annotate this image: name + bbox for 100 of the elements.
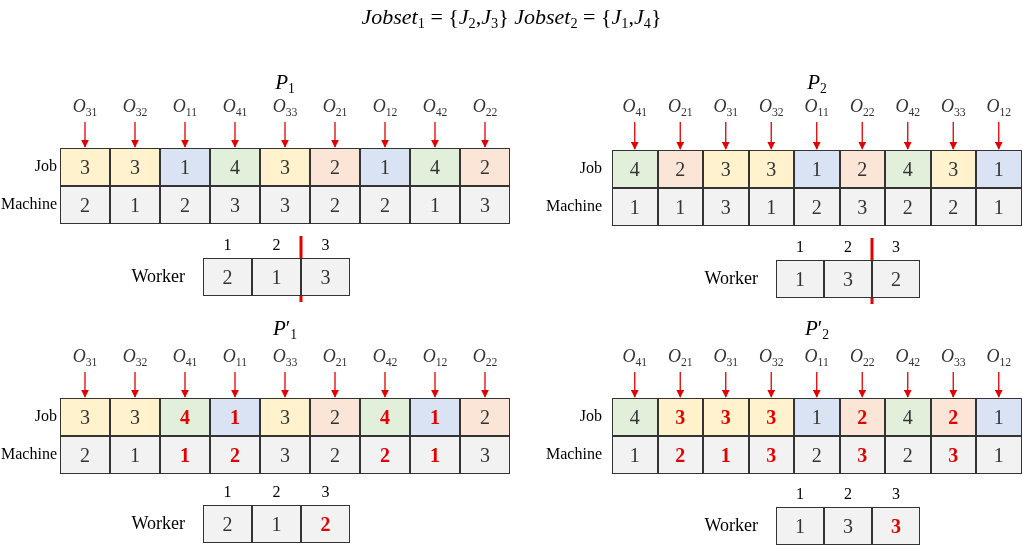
job-cell: 2 [460,148,510,186]
machine-cell: 2 [160,186,210,224]
row-label: Machine [546,197,602,215]
job-cell: 4 [612,150,658,188]
machine-cell: 2 [360,436,410,474]
row-label: Machine [546,445,602,463]
column-number: 3 [320,236,331,254]
operation-label: O$_{22}$ [839,346,885,370]
row-label: Machine [1,195,57,213]
job-cell: 3 [60,148,110,186]
arrow [81,371,89,398]
machine-cell: 2 [60,436,110,474]
operation-label: O$_{33}$ [260,96,310,120]
column-number: 1 [795,485,805,503]
operation-label: O$_{32}$ [110,346,160,370]
panel-title: P′$_{1}$ [271,316,299,344]
job-cell: 1 [794,398,840,436]
column-number: 2 [271,483,282,501]
arrow [81,121,89,148]
job-cell: 3 [703,398,749,436]
machine-cell: 3 [839,436,885,474]
arrow [131,121,139,148]
job-cell: 3 [260,148,310,186]
job-cell: 2 [839,150,885,188]
machine-cell: 1 [160,436,210,474]
operation-label: O$_{11}$ [210,346,260,370]
operation-label: O$_{21}$ [657,96,703,120]
machine-cell: 2 [885,188,931,226]
arrow [481,121,489,148]
worker-cell: 2 [203,505,252,543]
operation-label: O$_{31}$ [703,346,749,370]
worker-cell: 3 [872,507,920,545]
job-cell: 3 [748,398,794,436]
machine-cell: 1 [110,436,160,474]
operation-label: O$_{22}$ [460,346,510,370]
arrow [994,371,1003,398]
column-number: 3 [320,483,331,501]
machine-cell: 2 [794,436,840,474]
operation-label: O$_{32}$ [110,96,160,120]
machine-cell: 3 [839,188,885,226]
machine-cell: 1 [748,188,794,226]
row-label: Worker [704,515,758,536]
arrow [721,371,730,398]
machine-cell: 2 [657,436,703,474]
operation-label: O$_{33}$ [930,96,976,120]
arrow [812,371,821,398]
arrow [331,121,339,148]
arrow [431,121,439,148]
operation-label: O$_{11}$ [794,96,840,120]
column-number: 1 [795,238,805,256]
arrow [231,371,239,398]
column-number: 1 [222,236,233,254]
job-cell: 3 [110,398,160,436]
operation-label: O$_{42}$ [885,346,931,370]
arrow [281,371,289,398]
machine-cell: 3 [260,186,310,224]
machine-cell: 1 [110,186,160,224]
row-label: Worker [131,513,185,534]
row-label: Machine [1,445,57,463]
panel-title: P$_{2}$ [806,70,828,98]
machine-cell: 1 [976,188,1022,226]
job-cell: 2 [930,398,976,436]
job-cell: 3 [110,148,160,186]
column-number: 3 [891,238,901,256]
arrow [281,121,289,148]
worker-cell: 1 [252,505,301,543]
job-cell: 1 [160,148,210,186]
machine-cell: 1 [703,436,749,474]
arrow [181,371,189,398]
panel-title: P$_{1}$ [274,70,296,98]
operation-label: O$_{11}$ [794,346,840,370]
column-number: 2 [271,236,282,254]
arrow [181,121,189,148]
operation-label: O$_{12}$ [976,96,1022,120]
job-cell: 4 [885,398,931,436]
operation-label: O$_{11}$ [160,96,210,120]
arrow [481,371,489,398]
arrow [903,371,912,398]
arrow [994,121,1003,150]
job-cell: 4 [410,148,460,186]
arrow [676,121,685,150]
machine-cell: 2 [60,186,110,224]
machine-cell: 3 [703,188,749,226]
job-cell: 1 [410,398,460,436]
operation-label: O$_{12}$ [410,346,460,370]
operation-label: O$_{31}$ [60,346,110,370]
arrow [858,121,867,150]
arrow [812,121,821,150]
machine-cell: 1 [612,188,658,226]
row-label: Worker [704,268,758,289]
operation-label: O$_{42}$ [410,96,460,120]
job-cell: 3 [748,150,794,188]
operation-label: O$_{33}$ [260,346,310,370]
arrow [231,121,239,148]
job-cell: 3 [60,398,110,436]
worker-cell: 2 [203,258,252,296]
machine-cell: 2 [310,436,360,474]
row-label: Job [34,157,57,175]
arrow [949,371,958,398]
worker-cell: 3 [824,260,872,298]
